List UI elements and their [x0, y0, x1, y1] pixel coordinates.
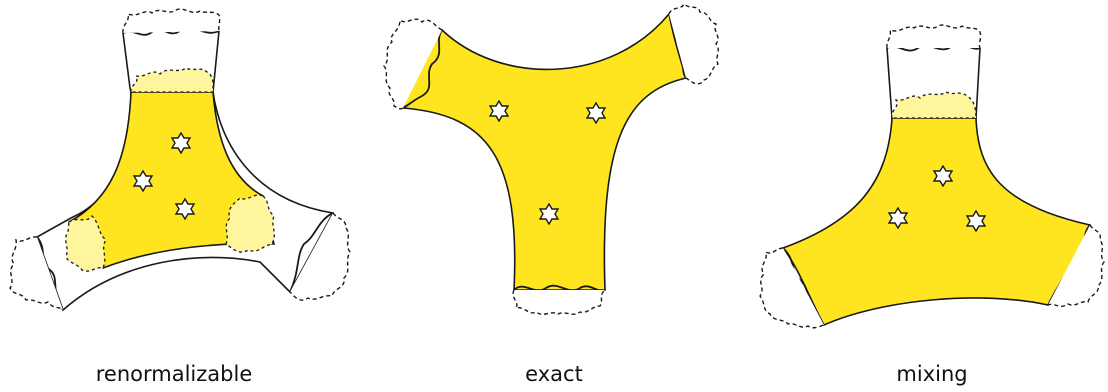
mixing-top-dashed-cap — [887, 25, 981, 48]
renormalizable-right-light-patch — [226, 195, 274, 252]
mixing-yellow-body — [783, 118, 1090, 325]
panel-mixing — [760, 25, 1104, 328]
panel-renormalizable — [10, 9, 350, 310]
caption-renormalizable: renormalizable — [96, 362, 253, 386]
exact-yellow-body — [403, 14, 686, 290]
exact-bottom-dashed-cap — [513, 290, 605, 314]
renormalizable-top-dashed-cap — [123, 9, 220, 33]
caption-mixing: mixing — [896, 362, 967, 386]
panel-exact — [384, 4, 718, 314]
caption-exact: exact — [525, 362, 583, 386]
